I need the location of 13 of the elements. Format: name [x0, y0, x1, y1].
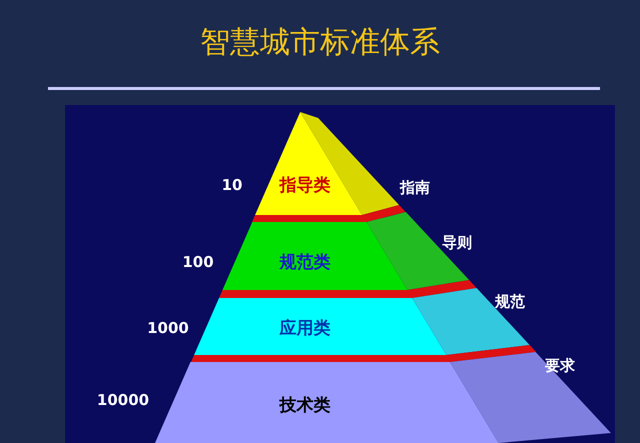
- document-type-label: 指南: [400, 178, 430, 198]
- layer-label: 应用类: [280, 318, 330, 340]
- document-type-label: 要求: [545, 356, 575, 376]
- document-type-label: 规范: [495, 292, 525, 312]
- quantity-label: 10000: [96, 391, 150, 409]
- quantity-label: 100: [182, 253, 214, 271]
- layer-label: 指导类: [279, 174, 330, 196]
- quantity-label: 10: [222, 176, 242, 194]
- layer-label: 技术类: [279, 394, 330, 416]
- title: 智慧城市标准体系: [199, 24, 441, 62]
- layer-label: 规范类: [279, 252, 330, 274]
- document-type-label: 导则: [442, 234, 472, 252]
- quantity-label: 1000: [147, 319, 189, 337]
